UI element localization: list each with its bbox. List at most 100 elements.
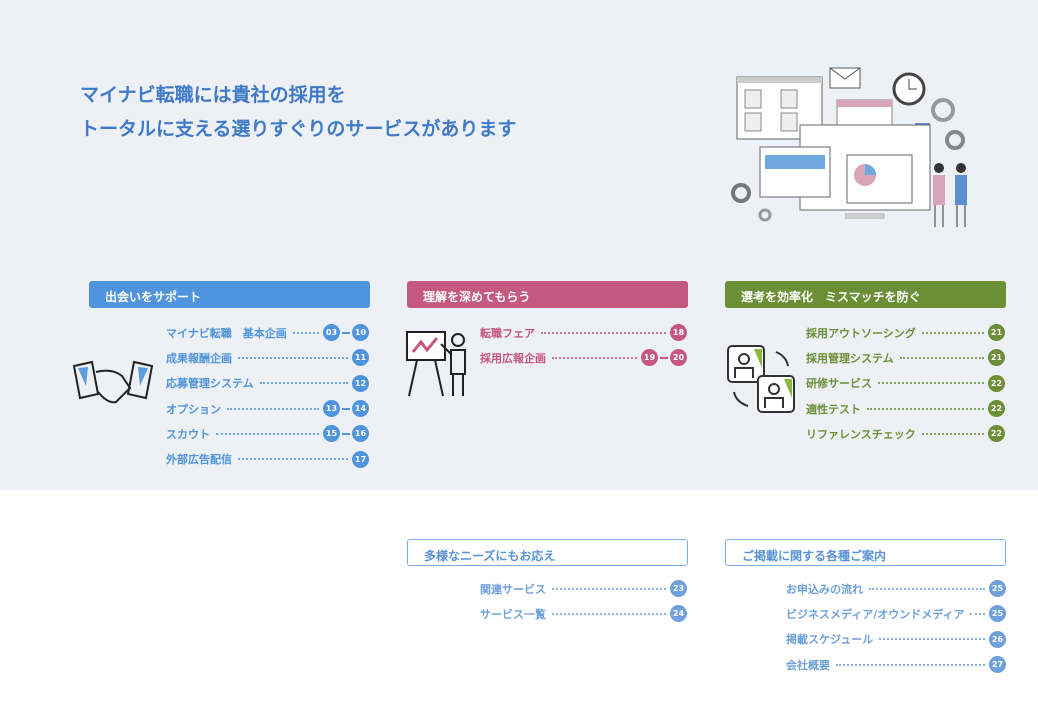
toc-item[interactable]: 採用広報企画 19 20 [480,345,687,370]
presentation-icon [406,331,466,397]
toc-label: 応募管理システム [166,377,254,391]
toc-label: ビジネスメディア/オウンドメディア [786,607,965,621]
page-badge: 13 [323,400,340,418]
leader-dots [552,612,666,615]
section-header: 選考を効率化 ミスマッチを防ぐ [725,281,1006,308]
page-badge: 26 [989,630,1006,648]
page-badge: 03 [323,324,340,342]
office-illustration [731,67,967,227]
section-list: 転職フェア 18 採用広報企画 19 20 [480,320,687,371]
toc-item[interactable]: 掲載スケジュール 26 [786,627,1006,652]
leader-dots [552,356,637,359]
toc-label: 掲載スケジュール [786,633,874,647]
toc-label: スカウト [166,427,210,441]
toc-label: 会社概要 [786,658,830,672]
page-badge: 18 [670,324,687,342]
toc-item[interactable]: 採用アウトソーシング 21 [806,320,1005,345]
toc-item[interactable]: サービス一覧 24 [480,601,687,626]
toc-label: お申込みの流れ [786,582,863,596]
leader-dots [921,331,984,334]
toc-label: 外部広告配信 [166,453,232,467]
leader-dots [238,458,348,461]
leader-dots [227,407,319,410]
page-badge: 10 [352,324,369,342]
leader-dots [541,331,666,334]
toc-label: 転職フェア [480,326,535,340]
toc-item[interactable]: マイナビ転職 基本企画 03 10 [166,320,369,345]
page-badge: 23 [670,580,687,598]
toc-item[interactable]: リファレンスチェック 22 [806,421,1005,446]
toc-label: 研修サービス [806,377,872,391]
leader-dots [879,638,985,641]
page-badge: 25 [989,580,1006,598]
page-badge: 20 [670,349,687,367]
page-badge: 27 [989,656,1006,674]
handshake-icon [72,360,154,404]
toc-item[interactable]: 適性テスト 22 [806,396,1005,421]
toc-item[interactable]: 外部広告配信 17 [166,446,369,471]
section-list: お申込みの流れ 25 ビジネスメディア/オウンドメディア 25 掲載スケジュール 26 会社… [786,576,1006,677]
toc-label: マイナビ転職 基本企画 [166,326,287,340]
toc-label: リファレンスチェック [806,427,916,441]
toc-item[interactable]: 成果報酬企画 11 [166,345,369,370]
title-line-2: トータルに支える選りすぐりのサービスがあります [80,118,517,140]
leader-dots [878,382,984,385]
page-badge: 16 [352,425,369,443]
toc-label: 関連サービス [480,582,546,596]
page-badge: 22 [988,425,1005,443]
section-header: ご掲載に関する各種ご案内 [725,539,1006,566]
leader-dots [869,587,985,590]
leader-dots [970,612,985,615]
leader-dots [238,356,348,359]
top-panel [0,0,1038,490]
page-range-dash [342,331,350,334]
title-line-1: マイナビ転職には貴社の採用を [80,84,346,106]
page-badge: 12 [352,374,369,392]
toc-label: 適性テスト [806,402,861,416]
page-badge: 24 [670,605,687,623]
toc-label: オプション [166,402,221,416]
toc-item[interactable]: 研修サービス 22 [806,371,1005,396]
leader-dots [292,331,319,334]
page-range-dash [342,407,350,410]
section-list: マイナビ転職 基本企画 03 10 成果報酬企画 11 応募管理システム 12 オプション 13… [166,320,369,472]
page-badge: 22 [988,374,1005,392]
leader-dots [899,356,984,359]
page-badge: 19 [641,349,658,367]
toc-item[interactable]: 会社概要 27 [786,652,1006,677]
toc-item[interactable]: 関連サービス 23 [480,576,687,601]
leader-dots [921,432,984,435]
toc-item[interactable]: ビジネスメディア/オウンドメディア 25 [786,601,1006,626]
section-header: 理解を深めてもらう [407,281,688,308]
leader-dots [552,587,666,590]
page-badge: 15 [323,425,340,443]
page-title: マイナビ転職には貴社の採用を トータルに支える選りすぐりのサービスがあります [80,78,516,146]
leader-dots [259,382,348,385]
section-header: 多様なニーズにもお応え [407,539,688,566]
page-badge: 17 [352,450,369,468]
toc-label: 採用管理システム [806,351,894,365]
toc-label: 成果報酬企画 [166,351,232,365]
toc-label: サービス一覧 [480,607,546,621]
page-badge: 25 [989,605,1006,623]
toc-item[interactable]: お申込みの流れ 25 [786,576,1006,601]
leader-dots [867,407,984,410]
page-badge: 11 [352,349,369,367]
page-badge: 14 [352,400,369,418]
toc-item[interactable]: 転職フェア 18 [480,320,687,345]
toc-label: 採用広報企画 [480,351,546,365]
page-range-dash [660,356,668,359]
matching-icon [727,345,795,413]
toc-label: 採用アウトソーシング [806,326,916,340]
page-badge: 21 [988,324,1005,342]
section-list: 関連サービス 23 サービス一覧 24 [480,576,687,627]
leader-dots [216,432,319,435]
page-badge: 22 [988,400,1005,418]
section-header: 出会いをサポート [89,281,370,308]
toc-item[interactable]: スカウト 15 16 [166,421,369,446]
toc-item[interactable]: 応募管理システム 12 [166,371,369,396]
leader-dots [836,663,985,666]
toc-item[interactable]: オプション 13 14 [166,396,369,421]
